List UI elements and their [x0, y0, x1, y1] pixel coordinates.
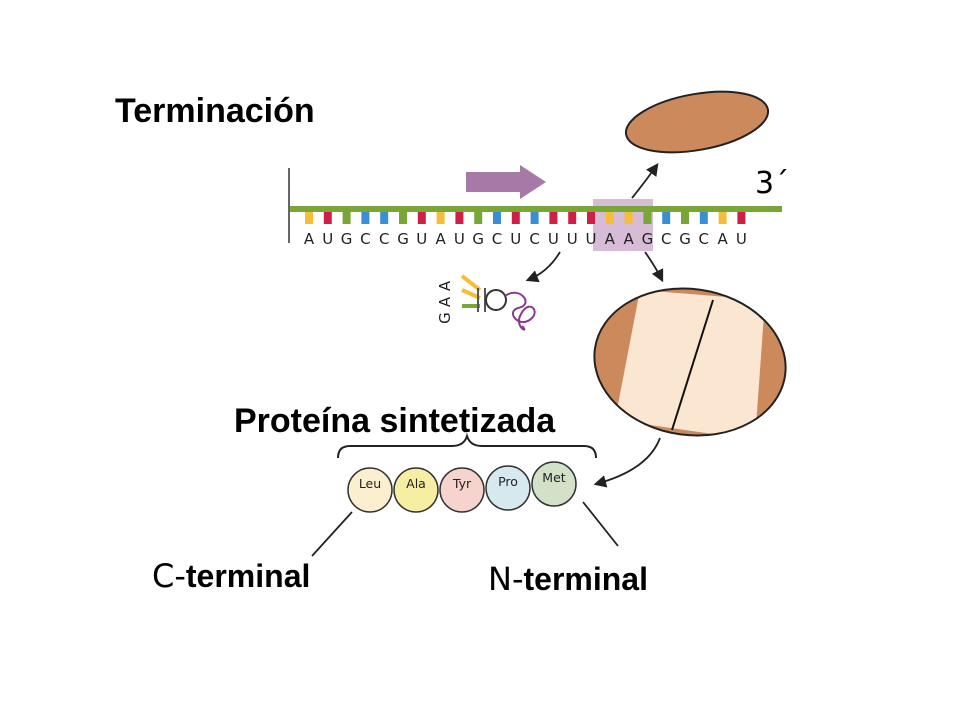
nucleotide-tick: [342, 212, 351, 224]
c-terminal-label: C-terminal: [152, 557, 310, 595]
nucleotide-letter: A: [717, 230, 728, 248]
nucleotide-tick: [605, 212, 614, 224]
nucleotide-letter: C: [661, 230, 671, 248]
ribosome-direction-arrow: [466, 165, 546, 199]
n-terminal-label: N-terminal: [488, 560, 648, 598]
small-ribosomal-subunit: [624, 90, 770, 154]
nucleotide-letter: C: [699, 230, 709, 248]
nucleotide-letter: G: [472, 230, 484, 248]
protein-brace: [337, 432, 597, 459]
trna-anticodon-letters: GAA: [436, 280, 454, 324]
nucleotide-letter: C: [360, 230, 370, 248]
anticodon-letter: A: [436, 280, 454, 291]
nucleotide-tick: [380, 212, 389, 224]
nucleotide-tick: [662, 212, 671, 224]
nucleotide-letter: G: [679, 230, 691, 248]
amino-acid-chain: Leu Ala Tyr Pro Met: [347, 461, 577, 513]
n-terminal-connector: [582, 501, 619, 547]
nucleotide-tick: [699, 212, 708, 224]
nucleotide-letter: C: [492, 230, 502, 248]
protein-release-arrow: [593, 437, 661, 488]
nucleotide-letter: U: [548, 230, 559, 248]
nucleotide-letter: U: [416, 230, 427, 248]
c-terminal-word: terminal: [186, 558, 310, 594]
amino-acid-label: Met: [542, 470, 565, 485]
amino-acid-label: Ala: [406, 476, 426, 491]
nucleotide-letter: G: [397, 230, 409, 248]
nucleotide-letter: U: [567, 230, 578, 248]
nucleotide-letter: C: [379, 230, 389, 248]
nucleotide-tick: [549, 212, 558, 224]
nucleotide-letter: A: [605, 230, 616, 248]
nucleotide-letter: C: [529, 230, 539, 248]
nucleotide-tick: [361, 212, 370, 224]
trna-release-arrow: [525, 251, 561, 283]
nucleotide-letter: U: [322, 230, 333, 248]
n-terminal-word: terminal: [523, 561, 647, 597]
diagram-title: Terminación: [115, 92, 315, 130]
nucleotide-tick: [530, 212, 539, 224]
amino-acid-label: Pro: [498, 474, 518, 489]
mrna-3prime-label: 3´: [755, 166, 789, 201]
nucleotide-tick: [511, 212, 520, 224]
subunit-release-arrow: [631, 162, 659, 199]
nucleotide-letter: U: [454, 230, 465, 248]
large-ribosomal-subunit: [593, 287, 787, 440]
nucleotide-tick: [436, 212, 445, 224]
trna-tail-icon: [504, 291, 536, 331]
amino-acid-leu: [347, 467, 393, 513]
nucleotide-letter: U: [510, 230, 521, 248]
amino-acid-pro: [485, 465, 531, 511]
nucleotide-tick: [417, 212, 426, 224]
large-subunit-release-arrow: [644, 251, 664, 283]
nucleotide-letter: G: [341, 230, 353, 248]
nucleotide-letter: A: [623, 230, 634, 248]
anticodon-letter: G: [436, 312, 454, 324]
amino-acid-label: Tyr: [452, 476, 472, 491]
nucleotide-tick: [681, 212, 689, 224]
nucleotide-letter: A: [304, 230, 315, 248]
protein-heading: Proteína sintetizada: [234, 402, 556, 440]
nucleotide-letter: A: [435, 230, 446, 248]
c-terminal-prefix: C-: [152, 557, 186, 595]
nucleotide-tick: [587, 212, 595, 224]
amino-acid-tyr: [439, 467, 485, 513]
nucleotide-tick: [323, 212, 332, 224]
released-trna: GAA: [436, 274, 536, 331]
nucleotide-tick: [624, 212, 633, 224]
anticodon-letter: A: [436, 296, 454, 307]
nucleotide-tick: [493, 212, 501, 224]
amino-acid-ala: [393, 467, 439, 513]
mrna-backbone: [290, 206, 782, 212]
n-terminal-prefix: N-: [488, 560, 523, 598]
nucleotide-tick: [568, 212, 577, 224]
nucleotide-tick: [718, 212, 727, 224]
nucleotide-letter: G: [642, 230, 654, 248]
nucleotide-letter: U: [586, 230, 597, 248]
nucleotide-tick: [399, 212, 407, 224]
nucleotide-tick: [305, 212, 313, 224]
nucleotide-tick: [737, 212, 746, 224]
c-terminal-connector: [311, 511, 353, 557]
amino-acid-label: Leu: [359, 476, 381, 491]
nucleotide-tick: [474, 212, 483, 224]
nucleotide-letter: U: [736, 230, 747, 248]
nucleotide-tick: [455, 212, 464, 224]
amino-acid-met: [531, 461, 577, 507]
nucleotide-tick: [643, 212, 652, 224]
